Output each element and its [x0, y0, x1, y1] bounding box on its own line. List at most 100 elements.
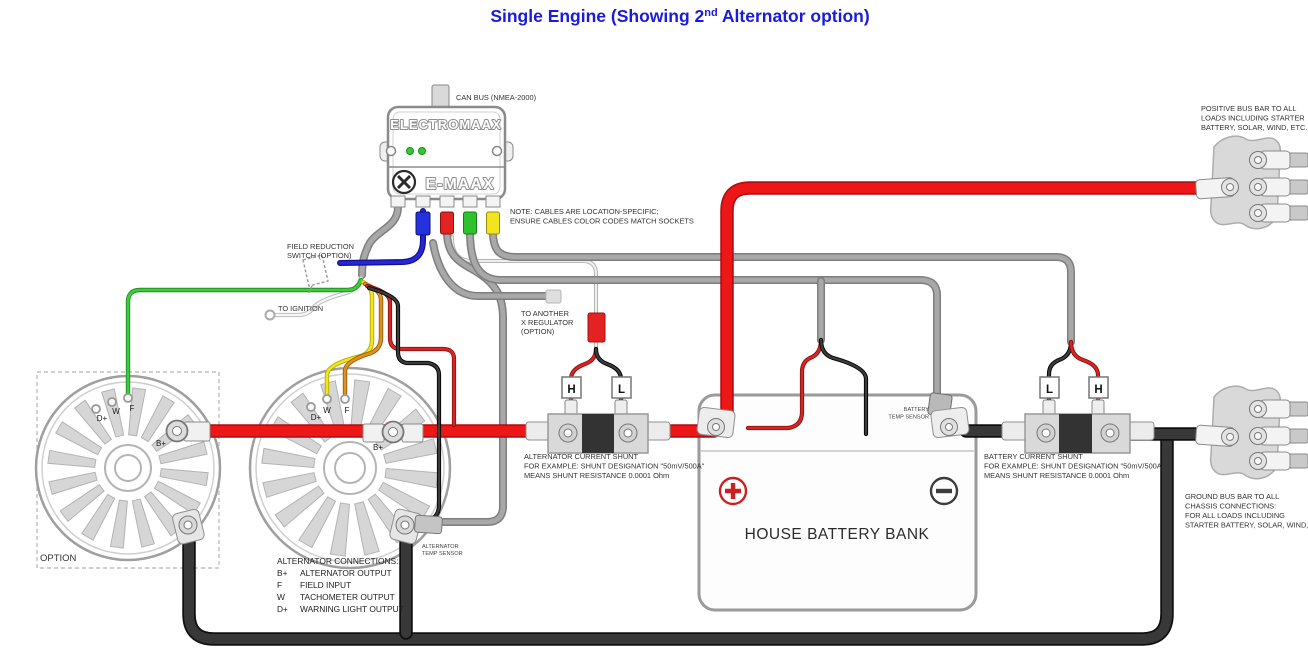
battery-temp-sensor-label: TEMP SENSOR — [888, 415, 929, 421]
positive-bus-cable-to-busbar — [727, 188, 1208, 423]
alternator-current-shunt — [525, 399, 671, 454]
regulator-socket — [485, 195, 501, 208]
d-plus-terminal — [306, 402, 316, 412]
shunt-resistance-element — [582, 414, 614, 453]
ignition-terminal — [264, 309, 276, 321]
positive-bus-label: LOADS INCLUDING STARTER — [1201, 114, 1305, 123]
alternator-temp-sensor-label: ALTERNATOR — [422, 544, 459, 550]
x-logo-icon — [396, 174, 412, 190]
note-line1: NOTE: CABLES ARE LOCATION-SPECIFIC; — [510, 207, 659, 216]
shunt-cable-lug — [1127, 421, 1155, 441]
alt-shunt-note: ALTERNATOR CURRENT SHUNT — [524, 452, 639, 461]
yellow-cable-band — [486, 211, 500, 235]
legend-key: W — [277, 592, 285, 602]
ground-bus-lug — [1249, 426, 1308, 446]
battery-temp-sensor-label: BATTERY — [904, 407, 930, 413]
b-plus-clamp — [362, 423, 385, 443]
l-label: L — [618, 384, 625, 396]
field-reduction-wire — [338, 209, 425, 265]
l-label-box — [611, 376, 632, 399]
led-indicator-icon — [406, 147, 414, 155]
alt-shunt-note: MEANS SHUNT RESISTANCE 0.0001 Ohm — [524, 471, 669, 480]
b-plus-clamp — [401, 423, 424, 443]
d-plus-terminal — [91, 404, 101, 414]
main-alternator — [248, 366, 452, 570]
alternator-terminals — [165, 419, 443, 545]
battery-shunt-note: BATTERY CURRENT SHUNT — [984, 452, 1083, 461]
battery-shunt-note: FOR EXAMPLE: SHUNT DESIGNATION "50mV/500… — [984, 462, 1165, 471]
green-cable-band — [463, 211, 477, 235]
mounting-hole — [385, 145, 397, 157]
l-label: L — [1046, 384, 1053, 396]
h-label-box — [1088, 376, 1109, 399]
led-indicator-icon — [418, 147, 426, 155]
battery-shunt-note: MEANS SHUNT RESISTANCE 0.0001 Ohm — [984, 471, 1129, 480]
positive-bus-lug — [1249, 177, 1308, 197]
ground-bus-lug — [1249, 451, 1308, 471]
field-reduction-label: SWITCH (OPTION) — [287, 251, 351, 260]
legend-key: D+ — [277, 604, 288, 614]
d-plus-label: D+ — [97, 414, 108, 423]
battery-shunt-cable — [493, 232, 1071, 342]
alternator-connections-legend: ALTERNATOR CONNECTIONS: B+ ALTERNATOR OU… — [277, 556, 404, 614]
field-reduction-label: FIELD REDUCTION — [287, 242, 354, 251]
to-another-regulator-label: (OPTION) — [521, 327, 554, 336]
page-title-superscript: nd — [704, 7, 717, 19]
ground-bus-label: STARTER BATTERY, SOLAR, WIND, ETC. — [1185, 521, 1308, 530]
w-terminal — [322, 394, 332, 404]
ground-bus-label: GROUND BUS BAR TO ALL — [1185, 492, 1279, 501]
alt-shunt-note: FOR EXAMPLE: SHUNT DESIGNATION "50mV/500… — [524, 462, 705, 471]
red-cable-band — [440, 211, 454, 235]
blue-cable-band — [415, 211, 431, 236]
regulator-model: E-MAAX — [425, 176, 494, 193]
regulator-socket — [390, 195, 406, 208]
ground-bus-label: CHASSIS CONNECTIONS: — [1185, 502, 1276, 511]
positive-bus-lug — [1249, 203, 1308, 223]
positive-bus-label: POSITIVE BUS BAR TO ALL — [1201, 104, 1296, 113]
positive-bus-label: BATTERY, SOLAR, WIND, ETC. — [1201, 123, 1307, 132]
positive-bus-lug — [1249, 150, 1308, 170]
f-terminal — [123, 393, 133, 403]
legend-title: ALTERNATOR CONNECTIONS: — [277, 556, 398, 566]
main-alternator-shaft — [334, 452, 366, 484]
legend-key: F — [277, 580, 282, 590]
battery-case — [697, 393, 978, 612]
field-reduction-switch — [308, 285, 313, 294]
h-label: H — [567, 384, 575, 396]
can-bus-label: CAN BUS (NMEA-2000) — [456, 93, 536, 102]
regulator-socket — [462, 195, 478, 208]
regulator-socket — [415, 195, 431, 208]
battery-terminals — [696, 392, 970, 439]
positive-bus-feed-lug — [1194, 176, 1240, 200]
wires — [128, 188, 1208, 639]
plus-symbol-icon — [725, 483, 741, 499]
to-another-regulator-label: X REGULATOR — [521, 318, 573, 327]
h-label: H — [1094, 384, 1102, 396]
f-label: F — [130, 404, 135, 413]
legend-key: B+ — [277, 568, 288, 578]
page-title: Single Engine (Showing 2nd Alternator op… — [490, 6, 869, 26]
to-another-regulator-label: TO ANOTHER — [521, 309, 569, 318]
legend-value: WARNING LIGHT OUTPUT — [300, 604, 404, 614]
regulator-brand: ELECTROMAAX — [390, 117, 501, 132]
battery-current-shunt — [1001, 399, 1155, 454]
page-title-text: Single Engine (Showing 2 — [490, 6, 704, 26]
option-alternator-shaft — [114, 454, 142, 482]
w-terminal — [107, 397, 117, 407]
option-label: OPTION — [40, 553, 77, 564]
mounting-hole — [491, 145, 503, 157]
shunt-cable-lug — [1001, 421, 1029, 441]
cable-end-tip — [545, 289, 562, 304]
f-label: F — [345, 406, 350, 415]
l-label-box — [1039, 376, 1060, 399]
w-label: W — [323, 406, 331, 415]
w-label: W — [112, 407, 120, 416]
h-label-box — [561, 376, 582, 399]
alternator-terminal-dots — [91, 393, 350, 414]
legend-value: FIELD INPUT — [300, 580, 351, 590]
field-reduction-switch — [302, 254, 329, 287]
f-terminal — [340, 394, 350, 404]
ground-bus-lug — [1249, 399, 1308, 419]
